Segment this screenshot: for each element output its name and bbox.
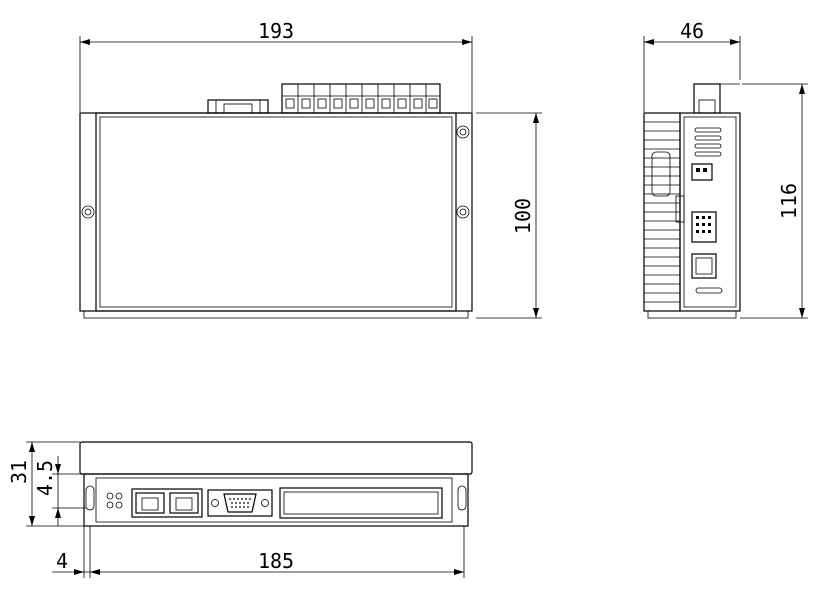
dim-185-arrow-right [454,569,464,575]
front-view: 193 [79,19,542,319]
dim-31-arrow-bottom [29,516,35,526]
side-grid-connector [691,211,717,243]
side-terminal [693,83,721,114]
dim-4-arrow [74,569,84,575]
dim-116-arrow-top [799,84,805,94]
side-bottom-slot [695,287,723,294]
dim-4-5-arrow-top [55,464,61,474]
bottom-db-screw-right [261,499,269,507]
dim-4-5-arrow-bottom [55,508,61,518]
dim-46-arrow-left [644,39,654,45]
front-db-connector [207,99,269,114]
front-body-panel [95,112,457,312]
dim-46-arrow-right [730,39,740,45]
dim-116-label: 116 [777,183,801,219]
dim-185-arrow-left [90,569,100,575]
front-body-inner [99,116,453,308]
side-view: 46 [643,19,808,319]
dim-4-5-label: 4.5 [33,460,57,496]
front-screw-mid-right [456,205,470,219]
bottom-rj45-housing [131,488,203,518]
side-heatsink-fins [644,121,680,303]
dim-100-arrow-top [533,113,539,123]
bottom-body-top [79,441,473,475]
bottom-body-face [83,473,469,527]
side-small-connector [691,163,713,181]
side-housing-inner [683,116,737,308]
dim-100-label: 100 [511,198,535,234]
dim-116-arrow-bottom [799,308,805,318]
dim-193-arrow-left [80,39,90,45]
front-terminal-cells [282,84,440,113]
dim-31-label: 31 [7,460,31,484]
dim-100-arrow-bottom [533,308,539,318]
dim-193-arrow-right [462,39,472,45]
bottom-view: 31 4.5 185 4 [7,441,473,578]
front-screw-top-right [456,125,470,139]
dim-31-arrow-top [29,442,35,452]
bottom-db-screw-left [211,499,219,507]
side-rj-port [691,253,717,279]
front-screw-mid-left [81,205,95,219]
front-body-outline [79,112,473,312]
bottom-mount-slot-right [457,485,467,511]
bottom-body-face-inner [95,477,453,523]
bottom-db-shell [223,493,257,513]
front-terminal-block [281,83,441,114]
bottom-db-connector [207,489,273,517]
bottom-rj45-port-1 [135,492,165,514]
dim-185-label: 185 [258,549,294,573]
dim-193-label: 193 [258,19,294,43]
side-base [647,310,737,319]
dim-4-label: 4 [56,549,68,573]
bottom-led-cluster [106,492,123,509]
front-base-strip [83,310,469,319]
bottom-mount-slot-left [85,485,95,511]
side-vent-slots [694,127,722,157]
dim-46-label: 46 [680,19,704,43]
bottom-rj45-port-2 [169,492,199,514]
front-db-connector-shell [223,103,253,114]
bottom-terminal-slot [279,487,443,519]
